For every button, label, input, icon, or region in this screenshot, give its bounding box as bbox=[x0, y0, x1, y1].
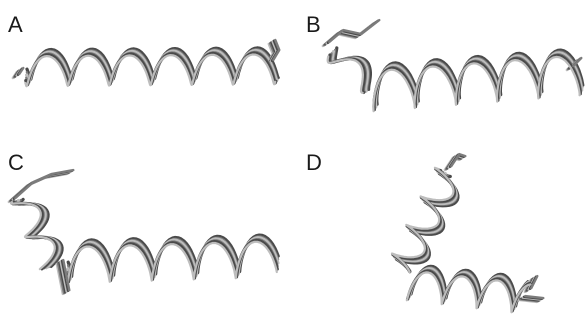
panel-b-ribbon-0-5 bbox=[328, 57, 363, 93]
helix-ensemble-b bbox=[323, 20, 583, 111]
panel-c-tail-0-2 bbox=[11, 172, 69, 200]
panel-b-ribbon-0-4 bbox=[329, 55, 364, 92]
helix-ensemble-a bbox=[13, 40, 280, 86]
panel-b-ribbon-1-5 bbox=[373, 57, 579, 111]
helix-ensemble-c bbox=[9, 170, 278, 294]
helix-ensemble-d bbox=[392, 154, 543, 312]
panel-c-tail-0-1 bbox=[10, 173, 68, 201]
